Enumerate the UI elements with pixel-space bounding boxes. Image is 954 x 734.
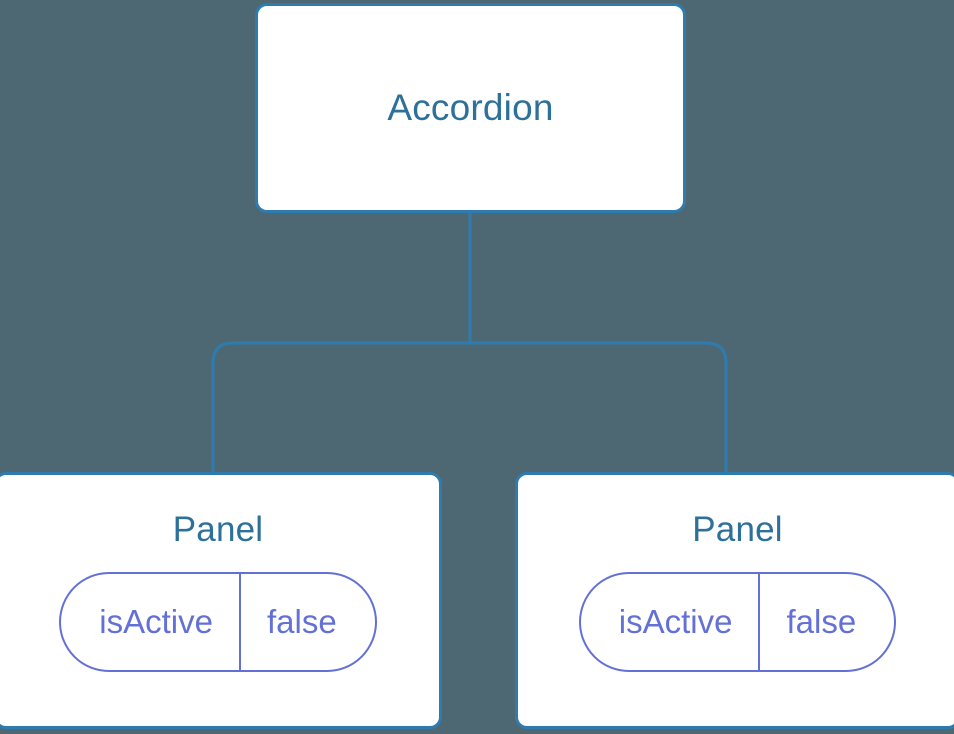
node-panel-1[interactable]: Panel isActive false: [0, 472, 442, 729]
node-panel-2-title: Panel: [692, 510, 783, 549]
connector-branch-right: [470, 341, 728, 474]
node-panel-2-prop-isactive[interactable]: isActive false: [578, 571, 897, 672]
node-panel-2-prop-value: false: [786, 602, 857, 640]
node-panel-2-prop-key: isActive: [581, 573, 761, 670]
node-accordion[interactable]: Accordion: [255, 3, 686, 213]
connector-branch-left: [211, 341, 470, 474]
node-panel-1-prop-isactive[interactable]: isActive false: [59, 571, 377, 672]
node-panel-1-prop-key: isActive: [61, 573, 241, 670]
node-panel-1-prop-value: false: [266, 602, 337, 640]
node-accordion-title: Accordion: [387, 86, 554, 128]
node-panel-2[interactable]: Panel isActive false: [515, 472, 954, 729]
node-panel-1-title: Panel: [172, 510, 264, 549]
